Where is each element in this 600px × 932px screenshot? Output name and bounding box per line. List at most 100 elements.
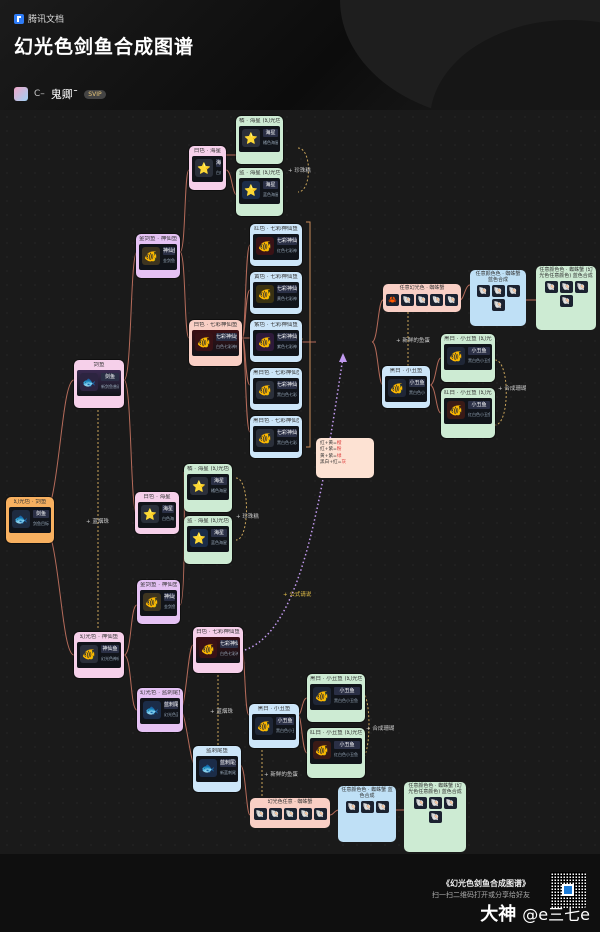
promo-subtitle: 扫一扫二维码打开或分享给好友 [432,891,530,899]
strip-spider-crab-2[interactable]: 幻光色任意 · 蜘蛛蟹 🐚 🐚 🐚 🐚 🐚 [250,798,330,828]
node-card: 🐟 剑鱼 新剑鱼普通鱼 [77,370,121,397]
qr-code-icon[interactable] [550,872,586,908]
node-swordfish[interactable]: 剑鱼 🐟 剑鱼 新剑鱼普通鱼 [74,360,124,408]
node-sub: 新蓝刺尾鱼普通鱼 [220,770,236,776]
node-title: 幻光色 · 神仙鱼 [79,634,119,640]
connector-lines [39,147,536,816]
dashed-connector [359,689,370,761]
strip-icons: 🐚 🐚 🐚 🐚 🐚 [253,807,327,820]
avatar[interactable] [14,87,28,101]
node-clownfish-bw-green-2[interactable]: 黑白 · 小丑鱼 (幻光色任意颜色) 🐠 小丑鱼 黑白色小丑鱼 [307,674,365,722]
node-angelfish-gold[interactable]: 金剑鱼 · 神仙鱼 🐠 神仙鱼 金剑鱼普通鱼 [136,234,180,278]
mindmap-canvas[interactable]: 幻光色 · 剑鱼 🐟 剑鱼 剑鱼目标 剑鱼 🐟 剑鱼 新剑鱼普通鱼 幻光色 · … [0,110,600,854]
node-name: 神仙鱼 [101,645,119,654]
node-discus-bw[interactable]: 黑白色 · 七彩神仙鱼 🐠 七彩神仙鱼 黑白色七彩神仙鱼 [250,368,302,410]
node-clownfish-bw-green[interactable]: 黑白 · 小丑鱼 (幻光色任意颜色) 🐠 小丑鱼 黑白色小丑鱼 [441,334,495,382]
node-sub: 蓝色海星 [263,192,278,198]
node-title: 橘 · 海星 (幻光色任意颜色) [187,466,229,472]
node-starfish-white[interactable]: 白色 · 海星 ⭐ 海星 白色海星 [189,146,226,190]
formula-result: 橙 [336,441,342,446]
node-starfish-blue[interactable]: 蓝 · 海星 (幻光色任意颜色) ⭐ 海星 蓝色海星 [236,168,283,216]
node-discus-yellow[interactable]: 黄色 · 七彩神仙鱼 🐠 七彩神仙鱼 黄色七彩神仙鱼 [250,272,302,314]
node-card: 🐠 七彩神仙鱼 黄色七彩神仙鱼 [253,282,299,309]
node-discus-bw-2[interactable]: 黑白色 · 七彩神仙鱼 🐠 七彩神仙鱼 黑白色七彩神仙鱼 [250,416,302,458]
clownfish-icon: 🐠 [447,347,465,366]
connector-line [239,764,251,816]
starfish-icon: ⭐ [242,181,260,200]
node-sub: 红色七彩神仙鱼 [277,248,297,254]
strip-spider-crab[interactable]: 任意幻光色 · 蜘蛛蟹 🦀 🐚 🐚 🐚 🐚 [383,284,461,312]
node-angelfish-shiny[interactable]: 幻光色 · 神仙鱼 🐠 神仙鱼 幻光色神仙鱼 [74,632,124,678]
node-sub: 黑白色七彩神仙鱼 [277,440,297,446]
connector-line [297,714,308,754]
dashed-connector [297,147,309,193]
node-name: 神仙鱼 [163,247,175,256]
node-name: 小丑鱼 [409,379,425,388]
strip-blue-synthesis-2[interactable]: 任意颜色色 · 蜘蛛蟹 蓝色合成 🐚 🐚 🐚 [338,786,396,842]
node-name: 小丑鱼 [468,347,490,356]
node-title: 蓝 · 海星 (幻光色任意颜色) [239,170,280,176]
node-root-swordfish[interactable]: 幻光色 · 剑鱼 🐟 剑鱼 剑鱼目标 [6,497,54,543]
node-clownfish-bw-2[interactable]: 黑白 · 小丑鱼 🐠 小丑鱼 黑白色小丑鱼 [249,704,299,748]
strip-blue-synthesis[interactable]: 任意颜色色 · 蜘蛛蟹 蓝色合成 🐚 🐚 🐚 🐚 [470,270,526,326]
node-starfish-blue-2[interactable]: 蓝 · 海星 (幻光色任意颜色) ⭐ 海星 蓝色海星 [184,516,232,564]
node-title: 蓝 · 海星 (幻光色任意颜色) [187,518,229,524]
shell-icon: 🐚 [313,807,327,820]
strip-blue-synthesis-any[interactable]: 任意颜色色 · 蜘蛛蟹 (幻光色任意颜色) 蓝色合成 🐚 🐚 🐚 🐚 [536,266,596,330]
starfish-icon: ⭐ [190,529,208,548]
node-card: 🐟 蓝刺尾鱼 新蓝刺尾鱼普通鱼 [196,756,238,783]
strip-icons: 🐚 🐚 🐚 🐚 [407,797,463,823]
shell-icon: 🐚 [491,299,505,311]
node-title: 橘 · 海星 (幻光色任意颜色) [239,118,280,124]
connector-line [297,697,308,716]
dashed-connector [494,359,507,426]
node-clownfish-rw-green-2[interactable]: 红白 · 小丑鱼 (幻光色任意颜色) 🐠 小丑鱼 红白色小丑鱼 [307,728,365,778]
shell-icon: 🐚 [375,801,389,813]
shell-icon: 🐚 [476,285,490,297]
vip-badge: SVIP [84,89,106,99]
connector-line [429,357,442,386]
node-name: 海星 [263,181,278,190]
shell-icon: 🐚 [253,807,267,820]
header: 腾讯文档 幻光色剑鱼合成图谱 C– 鬼卿ˉ SVIP [0,0,600,110]
node-name: 小丑鱼 [334,687,360,696]
node-discus-white-2[interactable]: 白色 · 七彩神仙鱼 🐠 七彩神仙鱼 白色七彩神仙鱼 [193,627,243,673]
shell-icon: 🐚 [544,281,558,293]
node-starfish-white-2[interactable]: 白色 · 海星 ⭐ 海星 白色海星 [135,492,179,534]
node-starfish-orange[interactable]: 橘 · 海星 (幻光色任意颜色) ⭐ 海星 橘色海星 [236,116,283,164]
node-discus-white[interactable]: 白色 · 七彩神仙鱼 🐠 七彩神仙鱼 白色七彩神仙鱼 [189,320,242,366]
docs-brand[interactable]: 腾讯文档 [14,12,64,25]
node-card: ⭐ 海星 白色海星 [192,156,223,183]
blue-tang-icon: 🐟 [199,759,217,778]
node-blue-tang[interactable]: 蓝刺尾鱼 🐟 蓝刺尾鱼 新蓝刺尾鱼普通鱼 [193,746,241,792]
strip-title: 幻光色任意 · 蜘蛛蟹 [267,799,313,805]
node-card: ⭐ 海星 橘色海星 [187,474,229,501]
node-starfish-orange-2[interactable]: 橘 · 海星 (幻光色任意颜色) ⭐ 海星 橘色海星 [184,464,232,512]
node-sub: 白色海星 [216,170,221,176]
node-name: 海星 [211,529,227,538]
discus-icon: 🐠 [256,237,274,256]
connector-line [241,289,251,339]
author-name[interactable]: 鬼卿ˉ [50,88,79,101]
page-title: 幻光色剑鱼合成图谱 [14,36,195,58]
node-sub: 白色七彩神仙鱼 [220,651,238,657]
strip-blue-synthesis-any-2[interactable]: 任意颜色色 · 蜘蛛蟹 (幻光色任意颜色) 蓝色合成 🐚 🐚 🐚 🐚 [404,782,466,852]
node-name: 蓝刺尾鱼 [220,759,236,768]
node-name: 七彩神仙鱼 [277,333,297,342]
node-name: 七彩神仙鱼 [220,640,238,649]
node-discus-red[interactable]: 红色 · 七彩神仙鱼 🐠 七彩神仙鱼 红色七彩神仙鱼 [250,224,302,266]
starfish-icon: ⭐ [190,477,208,496]
node-sub: 黑白色七彩神仙鱼 [277,392,297,398]
shell-icon: 🐚 [430,293,444,306]
connector-line [429,384,442,414]
docs-logo-icon [14,13,24,24]
node-clownfish-bw[interactable]: 黑白 · 小丑鱼 🐠 小丑鱼 黑白色小丑鱼 [382,366,430,408]
author-row[interactable]: C– 鬼卿ˉ SVIP [14,86,106,102]
node-title: 红色 · 七彩神仙鱼 [254,226,298,232]
discus-icon: 🐠 [256,429,274,448]
swordfish-icon: 🐟 [12,510,30,529]
node-discus-purple[interactable]: 紫色 · 七彩神仙鱼 🐠 七彩神仙鱼 紫色七彩神仙鱼 [250,320,302,362]
node-angelfish-gold-2[interactable]: 金剑鱼 · 神仙鱼 🐠 神仙鱼 金剑鱼普通鱼 [137,580,180,624]
node-clownfish-rw-green[interactable]: 红白 · 小丑鱼 (幻光色任意颜色) 🐠 小丑鱼 红白色小丑鱼 [441,388,495,438]
